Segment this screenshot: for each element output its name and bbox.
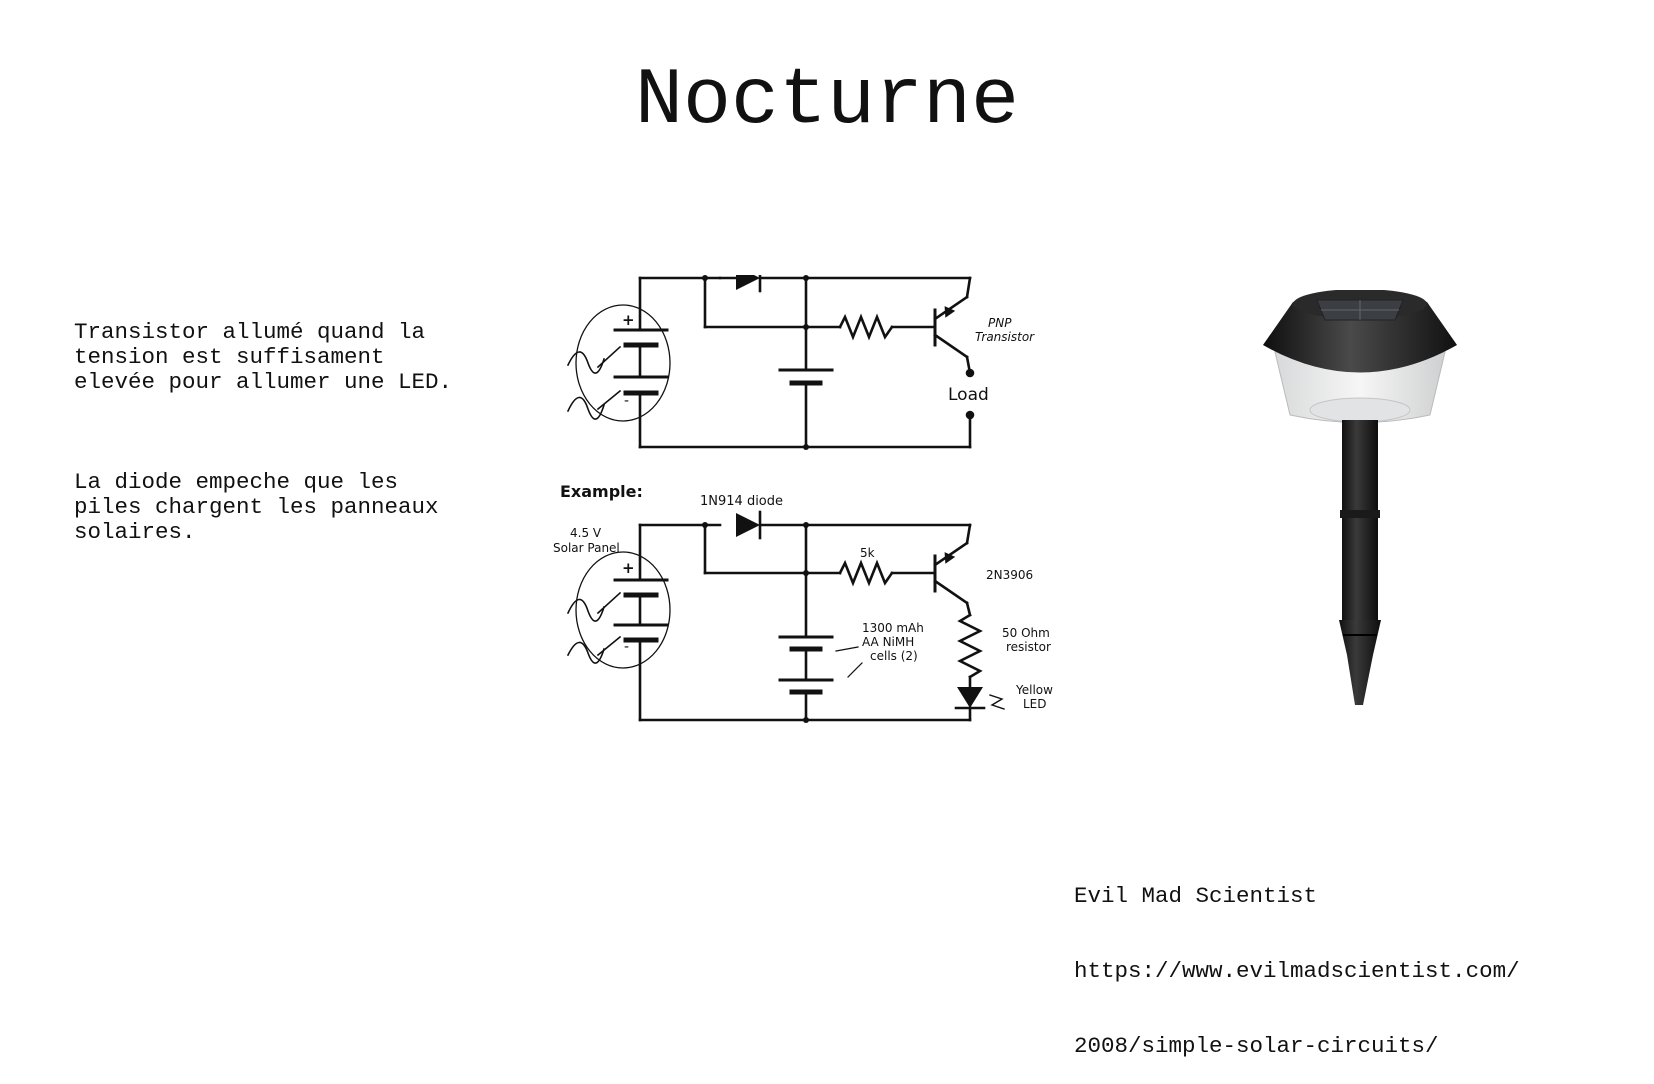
cells-label-capacity: 1300 mAh (862, 621, 924, 635)
pnp-transistor-label: Transistor (975, 330, 1035, 344)
top-minus-sign: - (624, 393, 629, 409)
resistor-5k-label: 5k (860, 546, 875, 560)
paragraph-diode: La diode empeche que les piles chargent … (74, 469, 439, 545)
solar-circuit-diagram: + - PNP Transistor Load Example: 1N914 d… (553, 275, 1053, 723)
load-label: Load (948, 385, 989, 405)
source-citation: Evil Mad Scientist https://www.evilmadsc… (1074, 834, 1520, 1084)
solar-garden-lamp (1263, 290, 1457, 705)
panel-name-label: Solar Panel (553, 541, 620, 555)
led-icon (957, 687, 983, 708)
pnp-label: PNP (988, 316, 1012, 330)
load-resistor-value-label: 50 Ohm (1002, 626, 1050, 640)
paragraph-transistor: Transistor allumé quand la tension est s… (74, 319, 453, 395)
source-url-line-2: 2008/simple-solar-circuits/ (1074, 1033, 1439, 1059)
led-color-label: Yellow (1015, 683, 1053, 697)
cells-label-type: AA NiMH (862, 635, 914, 649)
slide-title: Nocturne (634, 56, 1020, 147)
lamp-spike (1339, 620, 1381, 705)
resistor-icon (838, 313, 894, 341)
load-resistor-name-label: resistor (1006, 640, 1051, 654)
example-plus-sign: + (622, 559, 635, 577)
cells-label-count: cells (2) (870, 649, 918, 663)
transistor-2n3906-label: 2N3906 (986, 568, 1033, 582)
source-url-line-1: https://www.evilmadscientist.com/ (1074, 958, 1520, 984)
body-text: Transistor allumé quand la tension est s… (74, 270, 514, 595)
panel-voltage-label: 4.5 V (570, 526, 602, 540)
led-name-label: LED (1023, 697, 1047, 711)
example-minus-sign: - (624, 639, 629, 655)
lamp-pole (1342, 420, 1378, 625)
diode-label: 1N914 diode (700, 494, 783, 509)
top-plus-sign: + (622, 311, 635, 329)
solar-panel-outline (575, 304, 671, 422)
example-heading: Example: (560, 482, 643, 501)
source-author: Evil Mad Scientist (1074, 883, 1318, 909)
